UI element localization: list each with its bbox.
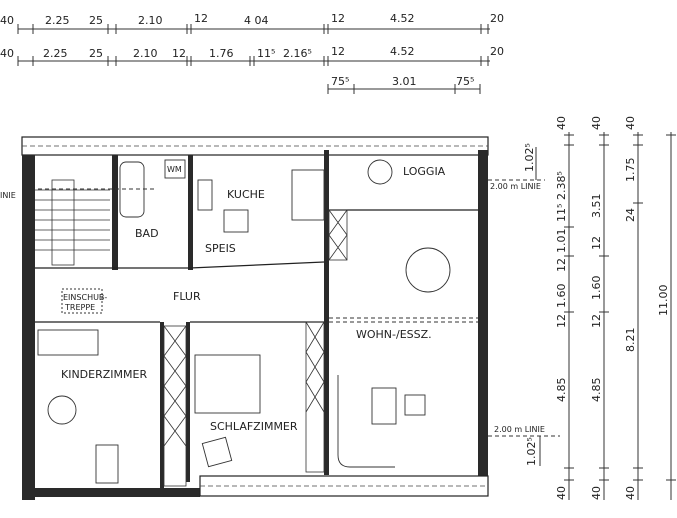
room-hall: FLUR	[173, 290, 201, 303]
room-kitchen: KUCHE	[227, 188, 265, 201]
dim-right-2: 40	[590, 486, 603, 500]
room-pantry: SPEIS	[205, 242, 236, 255]
dim-offset-bottom: 1.02⁵	[525, 437, 538, 466]
building-outline	[21, 136, 489, 500]
attic-stair-label: EINSCHUB-	[63, 293, 107, 302]
room-kids: KINDERZIMMER	[61, 368, 147, 381]
line-note: INIE	[0, 191, 16, 200]
dim-right-2: 40	[590, 116, 603, 130]
dim-top-3: 75⁵	[331, 75, 349, 88]
dim-top-1: 25	[89, 14, 103, 27]
dim-top-2: 12	[172, 47, 186, 60]
dim-right-2: 12	[590, 236, 603, 250]
dim-top-2: 25	[89, 47, 103, 60]
dim-right-1: 1.01	[555, 229, 568, 254]
dim-right-3: 40	[624, 116, 637, 130]
dim-top-2: 12	[331, 45, 345, 58]
dim-right-3: 40	[624, 486, 637, 500]
dim-right-1: 4.85	[555, 378, 568, 403]
dim-top-2: 11⁵	[257, 47, 275, 60]
dim-top-2: 2.25	[43, 47, 68, 60]
dim-top-1: 20	[490, 12, 504, 25]
dim-offset-top: 1.02⁵	[523, 143, 536, 172]
dim-top-2: 4.52	[390, 45, 415, 58]
dim-right-3: 24	[624, 208, 637, 222]
right-dimensions: 40 2.38⁵ 11⁵ 1.01 12 1.60 12 4.85 40 40 …	[523, 116, 676, 500]
line-note: 2.00 m LINIE	[490, 182, 541, 191]
dim-top-1: 4 04	[244, 14, 269, 27]
dim-top-3: 75⁵	[456, 75, 474, 88]
line-note: 2.00 m LINIE	[494, 425, 545, 434]
room-living: WOHN-/ESSZ.	[356, 328, 432, 341]
dim-top-2: 1.76	[209, 47, 234, 60]
room-loggia: LOGGIA	[403, 165, 446, 178]
dim-right-1: 11⁵	[555, 204, 568, 222]
room-bath: BAD	[135, 227, 159, 240]
attic-stair-label: TREPPE	[64, 303, 95, 312]
dim-right-4: 11.00	[657, 285, 670, 317]
washer-label: WM	[167, 165, 182, 174]
dim-top-1: 12	[331, 12, 345, 25]
room-bedroom: SCHLAFZIMMER	[210, 420, 298, 433]
dim-right-1: 40	[555, 116, 568, 130]
dim-right-1: 1.60	[555, 284, 568, 309]
dim-top-2: 40	[0, 47, 14, 60]
dim-top-1: 12	[194, 12, 208, 25]
dim-right-1: 12	[555, 314, 568, 328]
dim-top-2: 20	[490, 45, 504, 58]
dim-top-1: 2.10	[138, 14, 163, 27]
dim-right-1: 40	[555, 486, 568, 500]
top-dimensions: 40 2.25 25 2.10 12 4 04 12 4.52 20 40 2.…	[0, 12, 504, 94]
room-labels: WM KUCHE BAD SPEIS LOGGIA FLUR EINSCHUB-…	[0, 165, 560, 437]
dim-right-3: 1.75	[624, 158, 637, 183]
dim-top-1: 40	[0, 14, 14, 27]
dim-top-1: 2.25	[45, 14, 70, 27]
dim-top-3: 3.01	[392, 75, 417, 88]
dim-top-2: 2.10	[133, 47, 158, 60]
dim-right-3: 8.21	[624, 328, 637, 353]
dim-right-2: 12	[590, 314, 603, 328]
dim-top-1: 4.52	[390, 12, 415, 25]
dim-right-2: 3.51	[590, 194, 603, 219]
dim-right-2: 1.60	[590, 276, 603, 301]
dim-top-2: 2.16⁵	[283, 47, 312, 60]
dim-right-2: 4.85	[590, 378, 603, 403]
dim-right-1: 12	[555, 258, 568, 272]
dim-right-1: 2.38⁵	[555, 171, 568, 200]
